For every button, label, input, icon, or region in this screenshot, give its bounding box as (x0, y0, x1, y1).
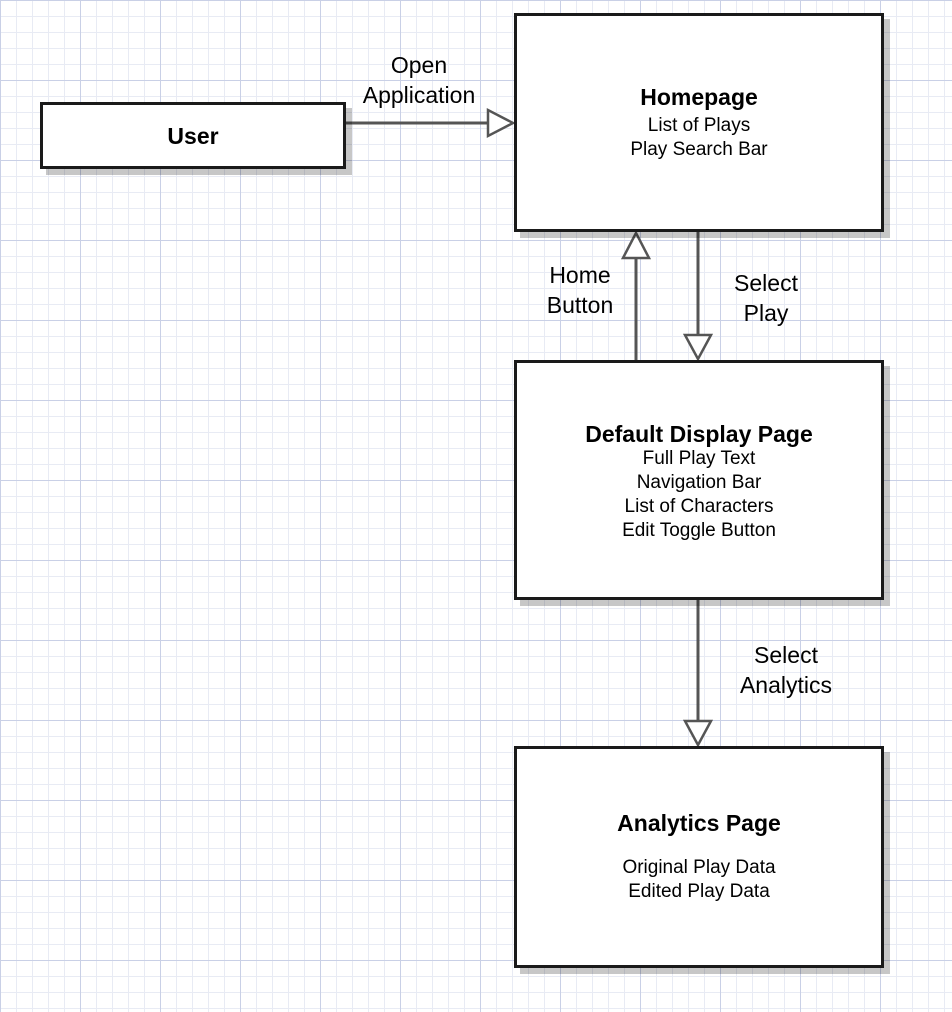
node-homepage-line: List of Plays (647, 114, 751, 136)
edge-label-open-application: Open Application (346, 50, 492, 110)
node-homepage-title: Homepage (640, 83, 758, 110)
edge-open-application (344, 107, 516, 139)
edge-open-application-arrowhead (486, 107, 516, 139)
edge-label-line: Application (362, 82, 476, 108)
edge-label-line: Play (743, 300, 789, 326)
edge-label-line: Button (546, 292, 614, 318)
edge-select-analytics (682, 599, 714, 748)
edge-label-line: Open (390, 52, 448, 78)
node-user: User (40, 102, 346, 169)
node-default-display: Default Display Page Full Play Text Navi… (514, 360, 884, 600)
node-analytics-line: Edited Play Data (628, 881, 770, 902)
node-homepage-line: Play Search Bar (630, 138, 768, 160)
node-default-display-line: List of Characters (624, 496, 774, 517)
edge-label-line: Select (734, 270, 798, 296)
edge-label-home-button: Home Button (530, 260, 630, 320)
node-default-display-title: Default Display Page (585, 421, 813, 447)
edge-label-line: Analytics (739, 672, 833, 698)
node-analytics-title: Analytics Page (617, 810, 781, 836)
edge-home-button-arrowhead (620, 230, 652, 260)
edge-select-analytics-arrowhead (682, 719, 714, 748)
edge-label-line: Select (754, 642, 818, 668)
node-analytics: Analytics Page Original Play Data Edited… (514, 746, 884, 968)
node-analytics-line: Original Play Data (622, 857, 776, 878)
edge-label-line: Home (549, 262, 611, 288)
node-default-display-line: Edit Toggle Button (622, 520, 776, 541)
node-default-display-line: Full Play Text (642, 448, 756, 469)
edge-select-play-arrowhead (682, 333, 714, 362)
edge-select-play (682, 232, 714, 362)
edge-label-select-analytics: Select Analytics (726, 640, 846, 700)
node-homepage: Homepage List of Plays Play Search Bar (514, 13, 884, 232)
edge-label-select-play: Select Play (716, 268, 816, 328)
node-default-display-line: Navigation Bar (636, 472, 762, 493)
edge-home-button (620, 230, 652, 360)
node-user-title: User (167, 122, 219, 149)
